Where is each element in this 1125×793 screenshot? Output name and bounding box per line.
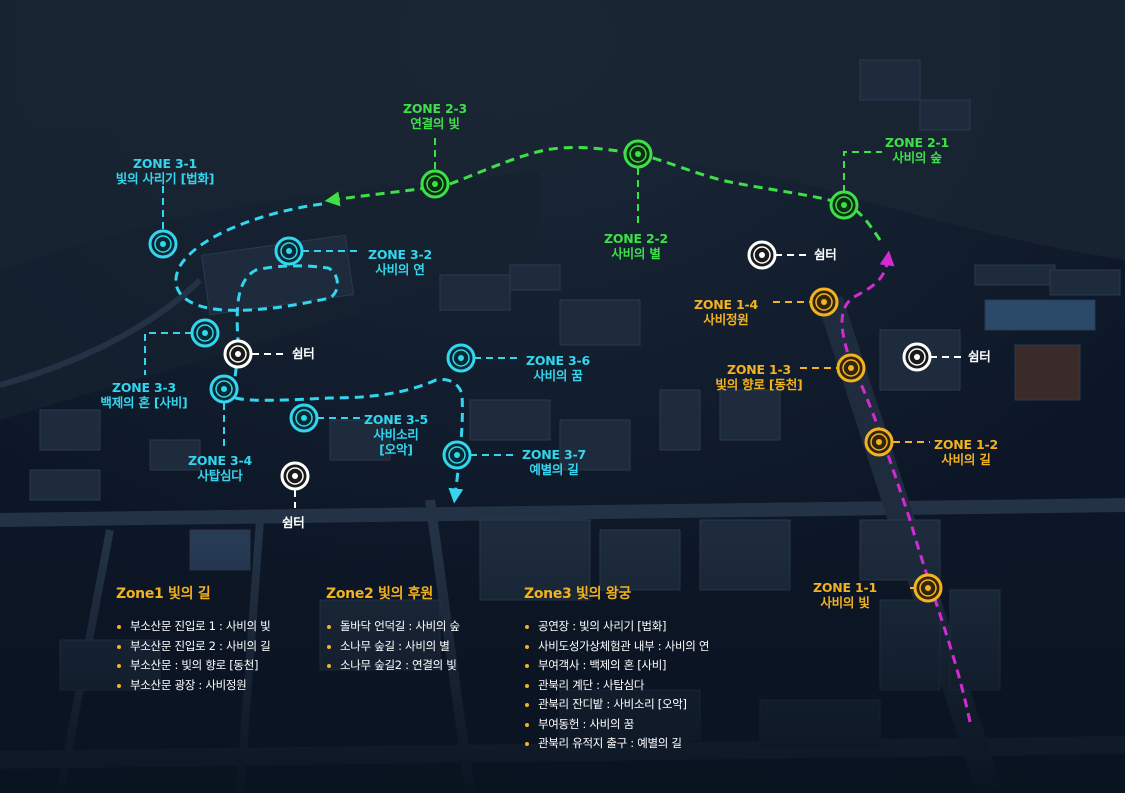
zone-code: ZONE 3-4 xyxy=(187,453,253,468)
zone-name: 빛의 사리기 [법화] xyxy=(115,171,215,186)
rest-label-4: 쉼터 xyxy=(282,515,305,530)
zone-code: ZONE 3-1 xyxy=(132,156,198,171)
marker-zone-3-1[interactable] xyxy=(148,229,178,259)
legend-zone1-list: 부소산문 진입로 1 : 사비의 빛 부소산문 진입로 2 : 사비의 길 부소… xyxy=(116,617,271,696)
zone-name: 사비의 꿈 xyxy=(533,368,583,383)
legend-zone3-title: Zone3 빛의 왕궁 xyxy=(524,586,631,602)
zone-name: 사비의 빛 xyxy=(820,595,870,610)
legend-zone3: Zone3 빛의 왕궁 공연장 : 빛의 사리기 [법화] 사비도성가상체험관 … xyxy=(524,583,710,754)
zone1-route xyxy=(840,250,972,723)
legend-item: 공연장 : 빛의 사리기 [법화] xyxy=(524,617,709,637)
zone-name: 예별의 길 xyxy=(529,462,579,477)
zone-code: ZONE 1-3 xyxy=(726,362,792,377)
marker-zone-3-6[interactable] xyxy=(446,343,476,373)
legend-item: 관북리 잔디밭 : 사비소리 [오악] xyxy=(524,695,709,715)
zone-code: ZONE 2-1 xyxy=(884,135,950,150)
rest-marker-3[interactable] xyxy=(223,339,253,369)
legend-zone3-list: 공연장 : 빛의 사리기 [법화] 사비도성가상체험관 내부 : 사비의 연 부… xyxy=(524,617,710,754)
legend-item: 부여객사 : 백제의 혼 [사비] xyxy=(524,656,709,676)
marker-zone-1-2[interactable] xyxy=(864,427,894,457)
legend-zone2-title: Zone2 빛의 후원 xyxy=(326,586,433,602)
rest-marker-1[interactable] xyxy=(747,240,777,270)
zone-code: ZONE 3-5 xyxy=(363,412,429,427)
legend-item: 소나무 숲길 : 사비의 별 xyxy=(326,637,460,657)
rest-label-1: 쉼터 xyxy=(814,247,837,262)
marker-zone-1-4[interactable] xyxy=(809,287,839,317)
zone-name: 연결의 빛 xyxy=(410,116,460,131)
marker-zone-2-1[interactable] xyxy=(829,190,859,220)
zone-code: ZONE 1-2 xyxy=(933,437,999,452)
rest-marker-4[interactable] xyxy=(280,461,310,491)
legend-item: 부소산문 진입로 1 : 사비의 빛 xyxy=(116,617,271,637)
legend-item: 부소산문 : 빛의 향로 [동천] xyxy=(116,656,270,676)
legend-item: 부여동헌 : 사비의 꿈 xyxy=(524,715,709,735)
marker-zone-2-3[interactable] xyxy=(420,169,450,199)
marker-zone-3-5[interactable] xyxy=(289,403,319,433)
legend-item: 소나무 숲길2 : 연결의 빛 xyxy=(326,656,460,676)
legend-item: 관북리 유적지 출구 : 예별의 길 xyxy=(524,734,709,754)
marker-zone-1-3[interactable] xyxy=(836,353,866,383)
zone-name: 사비정원 xyxy=(703,312,749,327)
legend-zone1-title: Zone1 빛의 길 xyxy=(116,586,211,602)
marker-zone-3-4[interactable] xyxy=(209,374,239,404)
marker-zone-2-2[interactable] xyxy=(623,139,653,169)
zone-name: 사비의 연 xyxy=(375,262,425,277)
legend-zone2-list: 돌바닥 언덕길 : 사비의 숲 소나무 숲길 : 사비의 별 소나무 숲길2 :… xyxy=(326,617,460,676)
zone-code: ZONE 2-3 xyxy=(402,101,468,116)
zone-name: 사탑심다 xyxy=(197,468,243,483)
connector-lines xyxy=(144,138,962,589)
marker-zone-3-2[interactable] xyxy=(274,236,304,266)
zone-name: 사비의 별 xyxy=(611,246,661,261)
rest-label-3: 쉼터 xyxy=(292,346,315,361)
marker-zone-3-7[interactable] xyxy=(442,440,472,470)
legend-item: 사비도성가상체험관 내부 : 사비의 연 xyxy=(524,637,710,657)
zone-code: ZONE 3-3 xyxy=(111,380,177,395)
zone-markers xyxy=(148,139,943,603)
marker-zone-3-3[interactable] xyxy=(190,318,220,348)
zone-name: 사비의 숲 xyxy=(892,150,942,165)
zone-name-2: [오악] xyxy=(379,442,413,457)
zone-code: ZONE 1-4 xyxy=(693,297,759,312)
legend-item: 관북리 계단 : 사탑심다 xyxy=(524,676,709,696)
rest-label-2: 쉼터 xyxy=(968,349,991,364)
rest-marker-2[interactable] xyxy=(902,342,932,372)
zone-code: ZONE 3-7 xyxy=(521,447,587,462)
zone-code: ZONE 1-1 xyxy=(812,580,878,595)
zone-code: ZONE 2-2 xyxy=(603,231,669,246)
legend-zone2: Zone2 빛의 후원 돌바닥 언덕길 : 사비의 숲 소나무 숲길 : 사비의… xyxy=(326,583,460,676)
zone-name: 백제의 혼 [사비] xyxy=(100,395,188,410)
zone-code: ZONE 3-6 xyxy=(525,353,591,368)
legend-item: 부소산문 광장 : 사비정원 xyxy=(116,676,270,696)
zone-name: 빛의 향로 [동천] xyxy=(715,377,803,392)
zone-name: 사비의 길 xyxy=(941,452,991,467)
legend-item: 부소산문 진입로 2 : 사비의 길 xyxy=(116,637,271,657)
marker-zone-1-1[interactable] xyxy=(913,573,943,603)
zone-name: 사비소리 xyxy=(373,427,419,442)
zone3-route xyxy=(174,202,464,504)
legend-zone1: Zone1 빛의 길 부소산문 진입로 1 : 사비의 빛 부소산문 진입로 2… xyxy=(116,583,271,696)
zone-code: ZONE 3-2 xyxy=(367,247,433,262)
legend-item: 돌바닥 언덕길 : 사비의 숲 xyxy=(326,617,460,637)
